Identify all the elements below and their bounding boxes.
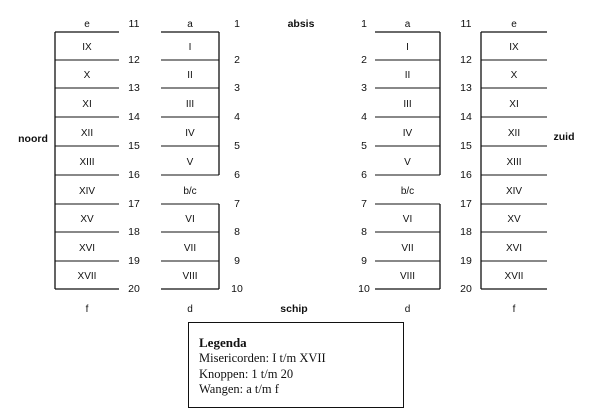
misericord-label: IV xyxy=(402,127,413,139)
cheek-label: f xyxy=(85,304,89,315)
cheek-label: e xyxy=(84,19,90,30)
north-label: noord xyxy=(18,133,48,145)
knob-number: 16 xyxy=(128,169,140,181)
legend-cheeks: Wangen: a t/m f xyxy=(199,382,279,396)
misericord-label: XII xyxy=(80,127,94,139)
misericord-label: XV xyxy=(507,214,521,225)
legend-misericords: Misericorden: I t/m XVII xyxy=(199,351,326,365)
knob-number: 4 xyxy=(361,111,367,123)
knob-number: 10 xyxy=(358,283,370,295)
south-label: zuid xyxy=(553,131,575,143)
misericord-label: XIII xyxy=(506,156,522,168)
knob-number: 11 xyxy=(460,18,472,30)
knob-number: 2 xyxy=(361,54,367,66)
misericord-label: b/c xyxy=(400,185,415,197)
misericord-label: V xyxy=(186,156,194,168)
knob-number: 3 xyxy=(234,82,240,94)
knob-number: 20 xyxy=(460,283,472,295)
knob-number: 7 xyxy=(234,198,240,210)
knob-number: 20 xyxy=(128,283,140,295)
cheek-label: f xyxy=(512,304,516,315)
misericord-label: XVII xyxy=(504,271,524,282)
knob-number: 13 xyxy=(128,82,140,94)
misericord-label: I xyxy=(188,42,192,53)
knob-number: 18 xyxy=(460,226,472,238)
cheek-label: d xyxy=(404,304,411,315)
knob-number: 7 xyxy=(361,198,367,210)
knob-number: 9 xyxy=(234,255,240,267)
knob-number: 17 xyxy=(460,198,472,210)
misericord-label: VII xyxy=(401,242,414,254)
misericord-label: IX xyxy=(82,42,92,53)
apse-label: absis xyxy=(287,18,315,30)
misericord-label: XI xyxy=(509,98,519,110)
misericord-label: II xyxy=(187,70,193,81)
knob-number: 4 xyxy=(234,111,240,123)
legend-title: Legenda xyxy=(199,335,247,350)
legend-knobs: Knoppen: 1 t/m 20 xyxy=(199,366,294,381)
cheek-label: a xyxy=(404,19,411,30)
misericord-label: XIV xyxy=(505,185,523,197)
misericord-label: VI xyxy=(402,214,413,225)
knob-number: 16 xyxy=(460,169,472,181)
knob-number: 1 xyxy=(234,18,240,30)
knob-number: 3 xyxy=(361,82,367,94)
misericord-label: XV xyxy=(80,214,94,225)
misericord-label: XII xyxy=(507,127,521,139)
cheek-label: a xyxy=(187,19,193,30)
knob-number: 5 xyxy=(234,140,240,152)
misericord-label: III xyxy=(403,98,412,110)
misericord-label: VII xyxy=(183,242,197,254)
misericord-label: VI xyxy=(185,214,195,225)
knob-number: 15 xyxy=(460,140,472,152)
misericord-label: I xyxy=(406,42,409,53)
misericord-label: IV xyxy=(185,127,195,139)
knob-number: 6 xyxy=(234,169,240,181)
misericord-label: IX xyxy=(509,42,519,53)
cheek-label: d xyxy=(187,304,193,315)
legend-box: Legenda Misericorden: I t/m XVII Knoppen… xyxy=(188,322,404,408)
misericord-label: XI xyxy=(82,98,92,110)
misericord-label: II xyxy=(404,70,411,81)
misericord-label: XVII xyxy=(77,271,97,282)
knob-number: 8 xyxy=(234,226,240,238)
knob-number: 12 xyxy=(460,54,472,66)
misericord-label: XVI xyxy=(505,242,523,254)
misericord-label: X xyxy=(83,70,91,81)
knob-number: 17 xyxy=(128,198,140,210)
misericord-label: III xyxy=(185,98,195,110)
knob-number: 10 xyxy=(231,283,243,295)
misericord-label: V xyxy=(404,156,411,168)
knob-number: 19 xyxy=(128,255,140,267)
knob-number: 6 xyxy=(361,169,367,181)
misericord-label: b/c xyxy=(183,185,197,197)
nave-label: schip xyxy=(280,303,308,315)
knob-number: 2 xyxy=(234,54,240,66)
knob-number: 13 xyxy=(460,82,472,94)
misericord-label: X xyxy=(510,70,518,81)
knob-number: 18 xyxy=(128,226,140,238)
knob-number: 11 xyxy=(128,18,140,30)
misericord-label: VIII xyxy=(399,271,416,282)
misericord-label: XIII xyxy=(79,156,95,168)
misericord-label: XVI xyxy=(78,242,96,254)
knob-number: 15 xyxy=(128,140,140,152)
misericord-label: VIII xyxy=(182,271,198,282)
knob-number: 1 xyxy=(361,18,367,30)
knob-number: 8 xyxy=(361,226,367,238)
knob-number: 12 xyxy=(128,54,140,66)
knob-number: 5 xyxy=(361,140,367,152)
cheek-label: e xyxy=(511,19,517,30)
knob-number: 19 xyxy=(460,255,472,267)
knob-number: 14 xyxy=(128,111,140,123)
knob-number: 14 xyxy=(460,111,472,123)
knob-number: 9 xyxy=(361,255,367,267)
misericord-label: XIV xyxy=(78,185,96,197)
